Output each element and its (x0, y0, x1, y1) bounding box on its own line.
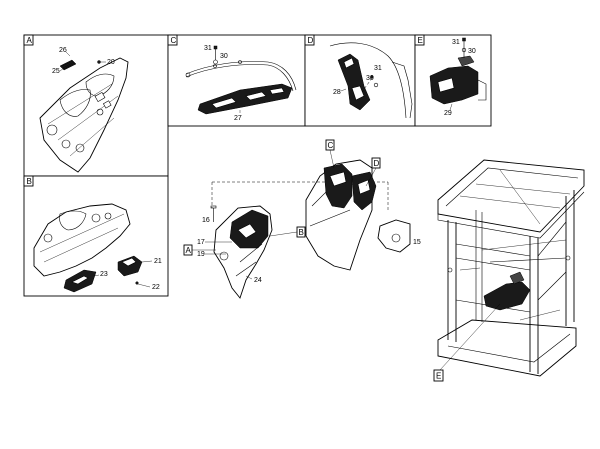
bolt-31 (213, 45, 218, 60)
label-e-31: 31 (452, 39, 460, 46)
label-28: 28 (333, 89, 341, 96)
panel-a: A 26 25 20 (23, 34, 169, 177)
panel-e-letter: E (418, 36, 423, 45)
left-cover-part-24 (213, 205, 273, 299)
panel-b: B 21 23 22 (23, 175, 169, 297)
bolt-16 (210, 205, 217, 222)
label-c-30: 30 (220, 53, 228, 60)
bracket-part-28 (337, 53, 371, 111)
panel-a-letter: A (27, 36, 33, 45)
panel-e: E 31 30 29 (414, 34, 492, 127)
center-assembly: 16 17 19 24 15 C D (183, 139, 421, 299)
grille-part-25 (59, 59, 77, 71)
bracket-part-23 (63, 269, 97, 293)
label-e-30: 30 (468, 48, 476, 55)
callout-d: D (365, 157, 381, 187)
label-25: 25 (52, 68, 60, 75)
bracket-part-21 (117, 255, 143, 277)
label-20: 20 (107, 59, 115, 66)
svg-text:E: E (436, 372, 441, 381)
label-22: 22 (152, 284, 160, 291)
control-bracket-e (483, 271, 531, 311)
panel-c: C 31 30 27 (167, 34, 306, 127)
svg-text:A: A (186, 246, 192, 255)
label-d-31: 31 (374, 65, 382, 72)
callout-e-machine: E (433, 303, 501, 382)
label-15: 15 (413, 239, 421, 246)
panel-c-letter: C (171, 36, 177, 45)
svg-text:C: C (328, 141, 334, 150)
bracket-part-29 (429, 55, 487, 105)
dashboard-lower-part (33, 203, 131, 277)
panel-b-letter: B (27, 177, 32, 186)
label-d-30: 30 (366, 75, 374, 82)
dashboard-upper-part (39, 57, 129, 173)
label-27: 27 (234, 115, 242, 122)
label-23: 23 (100, 271, 108, 278)
label-21: 21 (154, 258, 162, 265)
right-cover-assembly (305, 159, 377, 271)
panel-part-15 (377, 219, 411, 253)
washer-30 (213, 59, 218, 65)
panel-d: D 28 30 31 (304, 34, 416, 127)
callout-c: C (325, 139, 335, 169)
label-19: 19 (197, 251, 205, 258)
label-17: 17 (197, 239, 205, 246)
svg-text:B: B (299, 228, 304, 237)
label-26: 26 (59, 47, 67, 54)
label-24: 24 (254, 277, 262, 284)
label-16: 16 (202, 217, 210, 224)
svg-text:D: D (374, 159, 380, 168)
rail-part-27 (197, 83, 293, 115)
panel-d-letter: D (308, 36, 314, 45)
machine-frame (437, 159, 585, 377)
callout-a: A (183, 244, 216, 256)
label-c-31: 31 (204, 45, 212, 52)
label-29: 29 (444, 110, 452, 117)
callout-b: B (269, 226, 306, 238)
